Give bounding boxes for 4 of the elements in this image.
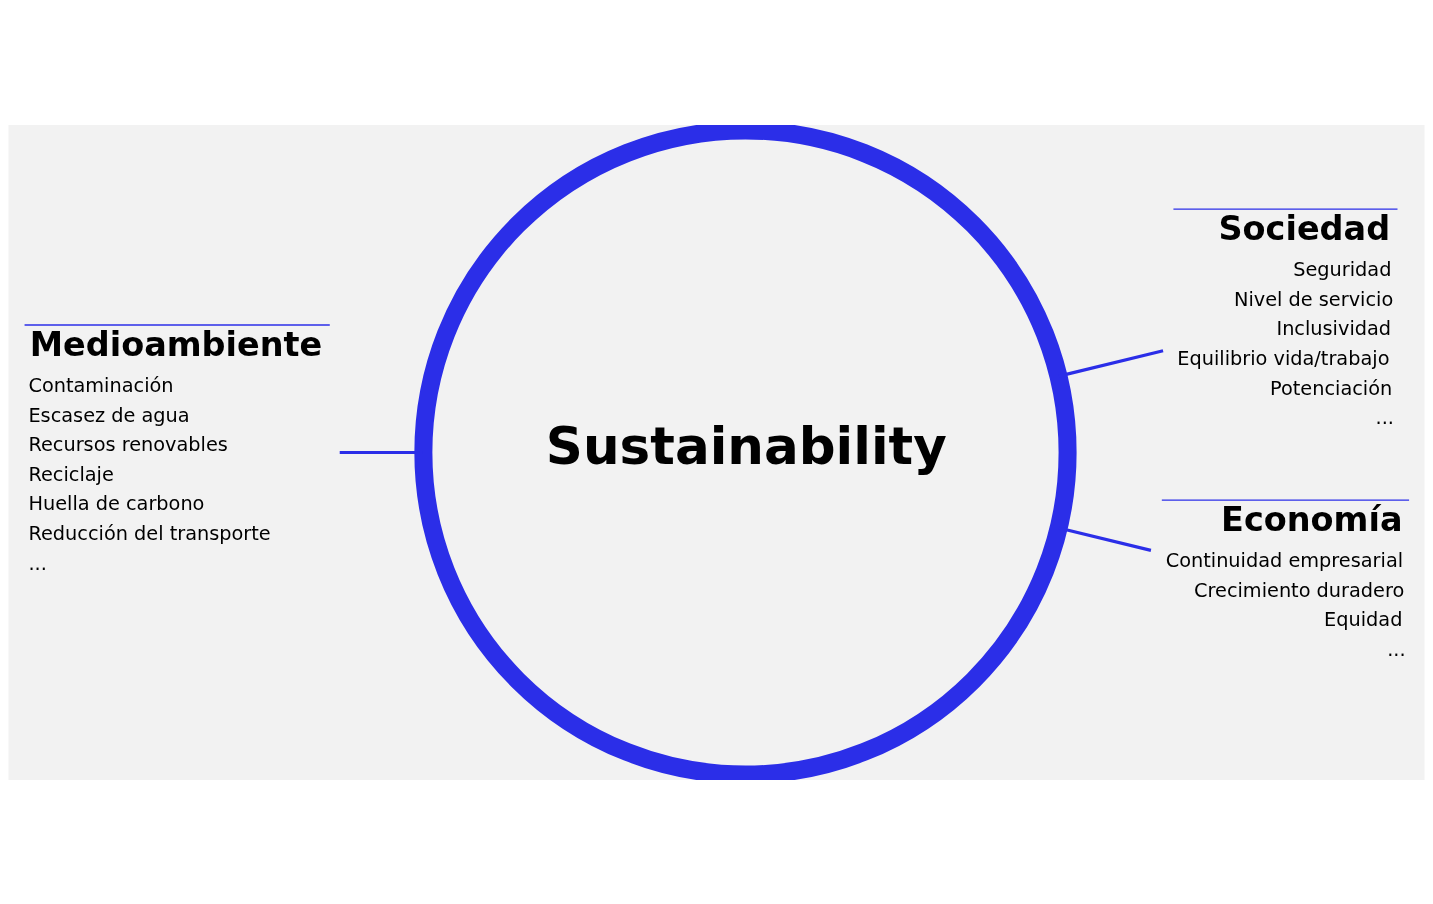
node-text: Economía Continuidad empresarial Crecimiento duradero Equidad ... [1165,499,1406,661]
node-text: Sociedad Seguridad Nivel de servicio Inclusividad Equilibrio vida/trabajo Potenciación ... [1177,208,1395,429]
node-text: Medioambiente Contaminación Escasez de agua Recursos renovables Reciclaje Huella de carbono Reducción del transporte ... [28,324,323,575]
node-circle: Sustainability [414,124,1077,780]
